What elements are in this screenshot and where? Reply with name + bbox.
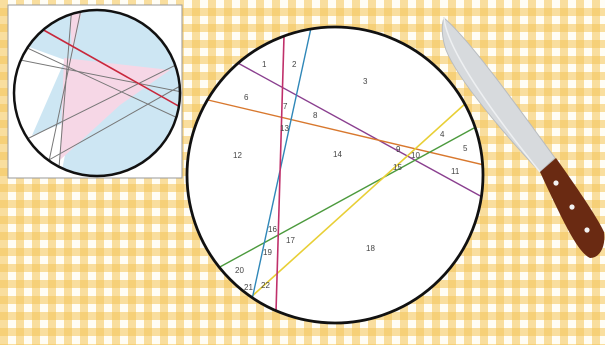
thumbnail-cut [44,10,83,176]
region-label: 15 [393,163,402,172]
region-label: 16 [268,225,277,234]
plate-rim [185,25,485,325]
region-label: 13 [280,124,289,133]
cut-line-magenta[interactable] [275,35,285,313]
region-labels: 1 2 3 4 5 6 7 8 9 10 11 12 13 14 15 16 1… [233,60,468,292]
region-label: 2 [292,60,297,69]
region-label: 6 [244,93,249,102]
preview-thumbnail [7,4,183,179]
region-label: 12 [233,151,242,160]
plate-fill [187,27,483,323]
knife-rivet [584,227,590,233]
thumbnail-cut [39,84,180,166]
region-label: 20 [235,266,244,275]
region-label: 19 [263,248,272,257]
region-label: 9 [396,145,401,154]
thumbnail-pink-region [60,58,170,160]
thumbnail-cut [24,61,180,141]
region-label: 8 [313,111,318,120]
region-label: 4 [440,130,445,139]
plate: 1 2 3 4 5 6 7 8 9 10 11 12 13 14 15 16 1… [185,25,485,325]
region-label: 21 [244,283,253,292]
knife-rivet [569,204,575,210]
cut-lines [207,27,484,319]
thumbnail-cut [14,39,180,121]
region-label: 17 [286,236,295,245]
thumbnail-red-cut [39,27,180,109]
cut-line-orange[interactable] [207,99,484,166]
cut-line-purple[interactable] [235,61,484,199]
region-label: 14 [333,150,342,159]
region-label: 11 [451,167,460,176]
cut-line-green[interactable] [217,127,475,269]
knife-rivet [553,180,559,186]
region-label: 5 [463,144,468,153]
thumbnail-cut [14,57,180,93]
region-label: 3 [363,77,368,86]
region-label: 18 [366,244,375,253]
knife-blade [441,17,556,173]
thumbnail-white-region [14,40,65,140]
kitchen-knife-icon[interactable] [441,17,605,258]
knife-blade-edge [443,17,541,173]
thumbnail-cut [57,10,73,176]
thumbnail-rim [12,8,182,178]
region-label: 22 [261,281,270,290]
region-label: 10 [411,151,420,160]
region-label: 1 [262,60,267,69]
region-label: 7 [283,102,288,111]
cut-line-yellow[interactable] [249,102,467,299]
